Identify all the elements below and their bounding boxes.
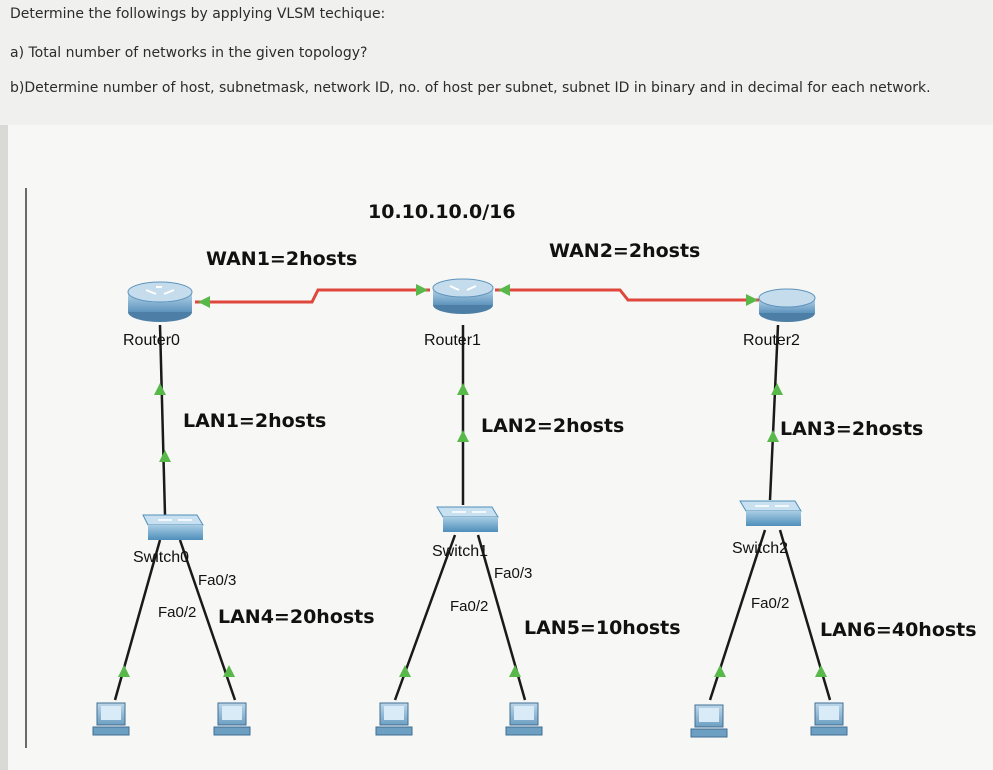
lan1-link: [158, 324, 167, 516]
sw1-port-fa02: Fa0/2: [450, 598, 488, 615]
sw2-port-fa02: Fa0/2: [751, 595, 789, 612]
wan1-label: WAN1=2hosts: [206, 248, 357, 270]
link-up-markers: [118, 284, 827, 677]
router1-label: Router1: [424, 332, 481, 349]
wan1-link: [195, 288, 430, 304]
router-icon: [127, 281, 193, 322]
router2-label: Router2: [743, 332, 800, 349]
network-address-label: 10.10.10.0/16: [368, 201, 516, 223]
router-icon: [758, 288, 816, 322]
pc-icon: [213, 702, 251, 736]
router0-label: Router0: [123, 332, 180, 349]
lan6-label: LAN6=40hosts: [820, 619, 977, 641]
pc-icon: [505, 702, 543, 736]
switch2-label: Switch2: [732, 540, 788, 557]
sw1-port-fa03: Fa0/3: [494, 565, 532, 582]
page-edge-divider: [25, 188, 27, 748]
switch0-label: Switch0: [133, 549, 189, 566]
switch-icon: [436, 506, 499, 532]
lan5-label: LAN5=10hosts: [524, 617, 681, 639]
lan2-label: LAN2=2hosts: [481, 415, 624, 437]
switch-icon: [142, 514, 204, 540]
question-panel: Determine the followings by applying VLS…: [0, 0, 993, 125]
lan4-label: LAN4=20hosts: [218, 606, 375, 628]
switch-icon: [739, 500, 802, 526]
pc-icon: [690, 704, 728, 738]
wan2-label: WAN2=2hosts: [549, 240, 700, 262]
question-part-b: b)Determine number of host, subnetmask, …: [10, 80, 931, 96]
sw0-port-fa02: Fa0/2: [158, 604, 196, 621]
router-icon: [432, 278, 494, 314]
question-title: Determine the followings by applying VLS…: [10, 6, 386, 22]
sw0-port-fa03: Fa0/3: [198, 572, 236, 589]
pc-icon: [375, 702, 413, 736]
pc-icon: [810, 702, 848, 736]
pc-icon: [92, 702, 130, 736]
lan1-label: LAN1=2hosts: [183, 410, 326, 432]
diagram-photo-area: [8, 125, 993, 770]
lan3-link: [768, 324, 780, 501]
switch1-label: Switch1: [432, 543, 488, 560]
lan3-label: LAN3=2hosts: [780, 418, 923, 440]
question-part-a: a) Total number of networks in the given…: [10, 45, 368, 61]
wan2-link: [495, 288, 760, 302]
